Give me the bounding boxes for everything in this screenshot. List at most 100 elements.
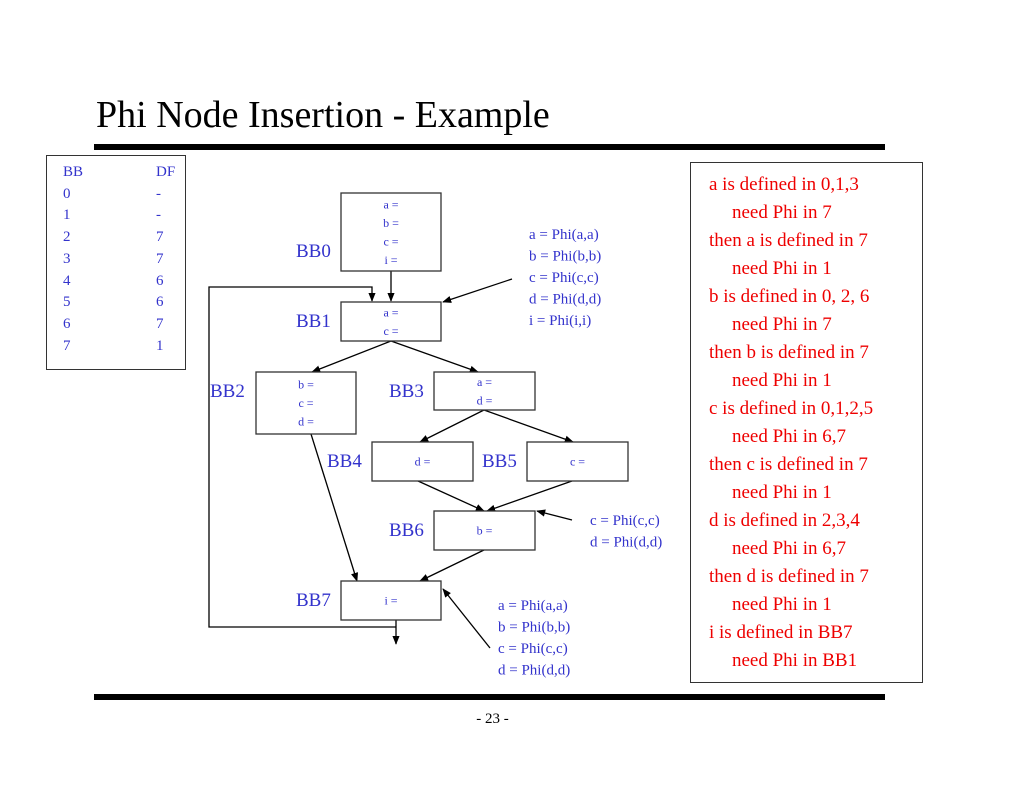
phi-function: a = Phi(a,a) bbox=[498, 598, 568, 614]
block-statement: c = bbox=[298, 396, 313, 410]
df-bb-cell: 5 bbox=[63, 294, 71, 310]
block-box bbox=[255, 371, 357, 435]
phi-pointer-arrow bbox=[442, 278, 513, 303]
df-value-cell: 7 bbox=[156, 316, 164, 332]
phi-reasoning-notes: a is defined in 0,1,3 need Phi in 7 then a… bbox=[690, 162, 923, 683]
note-line: then c is defined in 7 bbox=[709, 454, 868, 475]
footer-rule bbox=[94, 694, 885, 700]
df-table-row: 5 6 bbox=[63, 295, 185, 317]
df-bb-cell: 2 bbox=[63, 229, 71, 245]
block-box bbox=[526, 441, 629, 482]
block-box bbox=[371, 441, 474, 482]
df-header-bb: BB bbox=[63, 164, 84, 180]
phi-function: c = Phi(c,c) bbox=[529, 270, 599, 286]
note-line: need Phi in 1 bbox=[732, 594, 832, 615]
phi-function: c = Phi(c,c) bbox=[498, 641, 568, 657]
basic-block-bb4: BB4 d = bbox=[327, 441, 474, 482]
note-line: need Phi in 6,7 bbox=[732, 426, 846, 447]
dominance-frontier-table: BB DF 0 - 1 - 2 7 3 7 4 6 5 6 6 7 7 1 bbox=[46, 155, 186, 370]
block-box bbox=[340, 192, 442, 272]
block-label: BB2 bbox=[210, 381, 245, 402]
df-value-cell: 1 bbox=[156, 338, 164, 354]
df-header-df: DF bbox=[156, 164, 176, 180]
block-statement: a = bbox=[383, 197, 398, 211]
df-bb-cell: 6 bbox=[63, 316, 71, 332]
block-statement: d = bbox=[415, 455, 431, 469]
phi-function: b = Phi(b,b) bbox=[529, 249, 601, 265]
df-value-cell: - bbox=[156, 186, 161, 202]
phi-annotation-bb6: c = Phi(c,c) d = Phi(d,d) bbox=[536, 509, 662, 551]
edge-bb5-to-bb6 bbox=[486, 480, 573, 512]
block-box bbox=[340, 301, 442, 342]
edge-bb1-to-bb2 bbox=[311, 340, 392, 373]
slide-title: Phi Node Insertion - Example bbox=[96, 94, 550, 136]
df-table-row: 0 - bbox=[63, 187, 185, 209]
note-line: then b is defined in 7 bbox=[709, 342, 869, 363]
phi-function: a = Phi(a,a) bbox=[529, 227, 599, 243]
block-statement: c = bbox=[383, 324, 398, 338]
df-value-cell: 7 bbox=[156, 229, 164, 245]
phi-function: d = Phi(d,d) bbox=[529, 292, 601, 308]
df-table-row: 7 1 bbox=[63, 339, 185, 361]
block-label: BB0 bbox=[296, 241, 331, 262]
block-statement: c = bbox=[383, 234, 398, 248]
phi-pointer-arrow bbox=[536, 509, 573, 521]
df-table-row: 4 6 bbox=[63, 274, 185, 296]
df-bb-cell: 0 bbox=[63, 186, 71, 202]
edge-bb3-to-bb5 bbox=[483, 409, 574, 443]
block-statement: i = bbox=[384, 594, 397, 608]
df-value-cell: 6 bbox=[156, 273, 164, 289]
block-label: BB5 bbox=[482, 451, 517, 472]
block-label: BB6 bbox=[389, 520, 424, 541]
basic-block-bb7: BB7 i = bbox=[296, 580, 442, 621]
block-statement: b = bbox=[383, 216, 399, 230]
block-box bbox=[433, 371, 536, 411]
block-statement: b = bbox=[477, 524, 493, 538]
phi-function: c = Phi(c,c) bbox=[590, 513, 660, 529]
df-value-cell: 7 bbox=[156, 251, 164, 267]
df-bb-cell: 3 bbox=[63, 251, 71, 267]
note-line: then d is defined in 7 bbox=[709, 566, 869, 587]
block-box bbox=[433, 510, 536, 551]
df-table-row: 1 - bbox=[63, 208, 185, 230]
df-table-header: BB DF bbox=[63, 165, 185, 187]
note-line: then a is defined in 7 bbox=[709, 230, 868, 251]
page-number: - 23 - bbox=[476, 711, 509, 727]
df-bb-cell: 4 bbox=[63, 273, 71, 289]
edge-bb1-to-bb3 bbox=[390, 340, 479, 373]
block-label: BB4 bbox=[327, 451, 362, 472]
block-statement: d = bbox=[477, 393, 493, 407]
block-label: BB1 bbox=[296, 311, 331, 332]
df-table-row: 2 7 bbox=[63, 230, 185, 252]
note-line: a is defined in 0,1,3 bbox=[709, 174, 859, 195]
block-label: BB7 bbox=[296, 590, 331, 611]
phi-pointer-arrow bbox=[442, 588, 491, 649]
edge-bb7-to-bb1 bbox=[208, 286, 396, 628]
edge-bb6-to-bb7 bbox=[419, 549, 485, 582]
note-line: need Phi in 1 bbox=[732, 258, 832, 279]
df-bb-cell: 7 bbox=[63, 338, 71, 354]
phi-annotation-bb1: a = Phi(a,a) b = Phi(b,b) c = Phi(c,c) d = … bbox=[442, 227, 601, 329]
phi-function: i = Phi(i,i) bbox=[529, 313, 591, 329]
note-line: need Phi in 7 bbox=[732, 314, 832, 335]
df-table-row: 6 7 bbox=[63, 317, 185, 339]
df-value-cell: - bbox=[156, 207, 161, 223]
note-line: c is defined in 0,1,2,5 bbox=[709, 398, 874, 419]
edge-bb4-to-bb6 bbox=[417, 480, 485, 512]
basic-block-bb6: BB6 b = bbox=[389, 510, 536, 551]
edge-bb3-to-bb4 bbox=[419, 409, 485, 443]
phi-function: b = Phi(b,b) bbox=[498, 620, 570, 636]
note-line: b is defined in 0, 2, 6 bbox=[709, 286, 870, 307]
block-statement: b = bbox=[298, 378, 314, 392]
phi-function: d = Phi(d,d) bbox=[590, 535, 662, 551]
df-bb-cell: 1 bbox=[63, 207, 71, 223]
df-table-row: 3 7 bbox=[63, 252, 185, 274]
title-rule bbox=[94, 144, 885, 150]
note-line: need Phi in 6,7 bbox=[732, 538, 846, 559]
block-statement: c = bbox=[570, 455, 585, 469]
df-value-cell: 6 bbox=[156, 294, 164, 310]
block-box bbox=[340, 580, 442, 621]
